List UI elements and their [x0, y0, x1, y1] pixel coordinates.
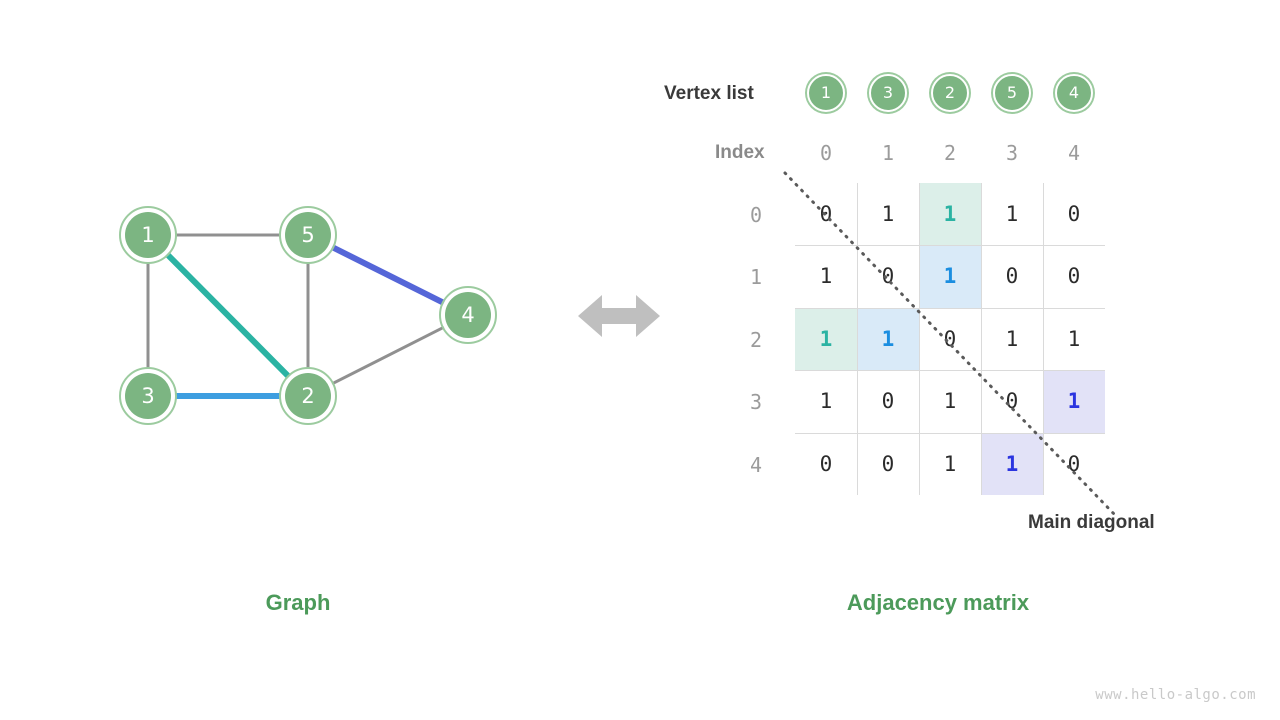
vertex-chip-2[interactable]: 2 [931, 74, 969, 112]
matrix-caption: Adjacency matrix [846, 590, 1030, 615]
graph-edges [146, 233, 446, 399]
graph-node-2[interactable]: 2 [279, 367, 337, 425]
matrix-cell-4-1[interactable]: 0 [881, 451, 895, 476]
vertex-list-label: Vertex list [664, 83, 754, 104]
grid-line-vertical [1043, 183, 1044, 495]
grid-line-horizontal [795, 307, 1105, 309]
matrix-cell-3-1[interactable]: 0 [881, 389, 895, 414]
matrix-cell-2-1[interactable]: 1 [857, 307, 919, 371]
main-diagonal-line [783, 171, 1117, 517]
matrix-cell-3-0[interactable]: 1 [819, 389, 833, 414]
column-index-4: 4 [1067, 141, 1081, 165]
graph-edge-5-4 [330, 244, 446, 306]
matrix-cell-0-2[interactable]: 1 [919, 183, 981, 246]
row-index-4: 4 [749, 452, 763, 477]
node-white-ring [121, 208, 175, 262]
matrix-cell-1-2[interactable]: 1 [919, 245, 981, 308]
matrix-cell-4-0[interactable]: 0 [819, 451, 833, 476]
node-outer-ring [439, 286, 497, 344]
matrix-cell-3-4[interactable]: 1 [1043, 370, 1105, 433]
graph-caption: Graph [265, 590, 331, 615]
matrix-cell-3-2[interactable]: 1 [943, 389, 957, 414]
graph-edge-2-4 [331, 325, 445, 386]
matrix-cell-1-3[interactable]: 0 [1005, 264, 1019, 289]
graph-node-label: 3 [141, 384, 154, 408]
matrix-cell-1-0[interactable]: 1 [819, 264, 833, 289]
matrix-cell-0-4[interactable]: 0 [1067, 202, 1081, 226]
graph-node-label: 5 [301, 223, 314, 247]
vertex-chip-1[interactable]: 1 [807, 74, 845, 112]
node-fill [125, 212, 171, 258]
column-index-1: 1 [881, 141, 895, 165]
matrix-grid: 0111010100110111010100110 [783, 171, 1117, 517]
grid-line-vertical [857, 183, 858, 495]
grid-line-vertical [919, 183, 920, 495]
main-diagonal-label: Main diagonal [1028, 512, 1155, 533]
grid-line-horizontal [795, 370, 1105, 372]
matrix-cell-2-4[interactable]: 1 [1067, 326, 1081, 351]
matrix-cell-2-3[interactable]: 1 [1005, 326, 1019, 351]
graph-node-label: 2 [301, 384, 314, 408]
graph-node-label: 4 [461, 303, 474, 327]
node-outer-ring [279, 206, 337, 264]
node-fill [285, 373, 331, 419]
node-fill [285, 212, 331, 258]
row-index-0: 0 [749, 203, 763, 227]
bidirectional-equivalence-arrow [578, 292, 660, 340]
graph-node-5[interactable]: 5 [279, 206, 337, 264]
row-index-1: 1 [749, 265, 763, 290]
graph-panel: 1 5 4 3 2 [0, 0, 560, 660]
matrix-cell-3-3[interactable]: 0 [1005, 389, 1019, 414]
vertex-chip-4[interactable]: 4 [1055, 74, 1093, 112]
node-outer-ring [119, 367, 177, 425]
graph-edge-1-2 [164, 252, 292, 379]
matrix-cell-1-4[interactable]: 0 [1067, 264, 1081, 289]
graph-node-1[interactable]: 1 [119, 206, 177, 264]
node-outer-ring [279, 367, 337, 425]
node-white-ring [281, 369, 335, 423]
matrix-cell-0-1[interactable]: 1 [881, 202, 895, 226]
vertex-chip-5[interactable]: 5 [993, 74, 1031, 112]
node-white-ring [121, 369, 175, 423]
vertex-chip-3[interactable]: 3 [869, 74, 907, 112]
grid-line-vertical [981, 183, 982, 495]
graph-node-4[interactable]: 4 [439, 286, 497, 344]
column-index-3: 3 [1005, 141, 1019, 165]
watermark: www.hello-algo.com [1095, 687, 1256, 703]
graph-nodes: 1 5 4 3 2 [119, 206, 497, 425]
matrix-cell-2-2[interactable]: 0 [943, 326, 957, 351]
row-index-2: 2 [749, 327, 763, 352]
node-white-ring [281, 208, 335, 262]
matrix-cell-4-3[interactable]: 1 [981, 432, 1043, 495]
graph-svg: 1 5 4 3 2 [119, 206, 497, 425]
graph-node-label: 1 [141, 223, 154, 247]
matrix-cell-0-3[interactable]: 1 [1005, 202, 1019, 226]
node-fill [445, 292, 491, 338]
row-index-3: 3 [749, 390, 763, 415]
column-index-2: 2 [943, 141, 957, 165]
double-arrow-icon [578, 295, 660, 337]
node-outer-ring [119, 206, 177, 264]
node-white-ring [441, 288, 495, 342]
index-label: Index [715, 142, 765, 163]
matrix-cell-2-0[interactable]: 1 [795, 307, 857, 371]
matrix-cell-4-2[interactable]: 1 [943, 451, 957, 476]
graph-node-3[interactable]: 3 [119, 367, 177, 425]
column-index-0: 0 [819, 141, 833, 165]
grid-line-horizontal [795, 432, 1105, 434]
node-fill [125, 373, 171, 419]
matrix-cell-4-4[interactable]: 0 [1067, 451, 1081, 476]
grid-line-horizontal [795, 245, 1105, 247]
